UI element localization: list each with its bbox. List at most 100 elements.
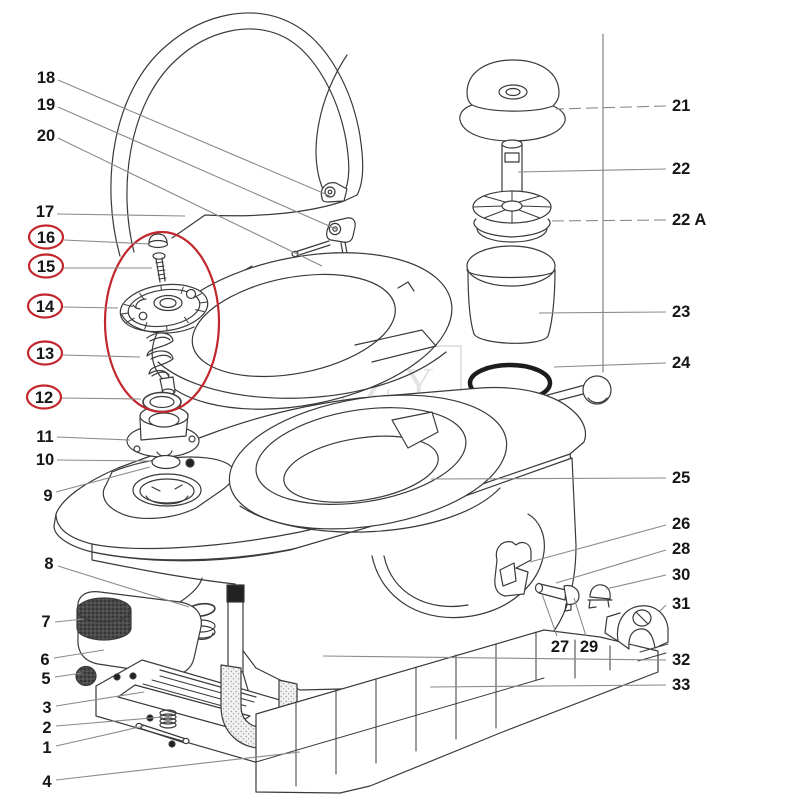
leader-line-32 (322, 655, 667, 661)
highlight-ellipse (103, 230, 221, 414)
leader-line-29 (573, 597, 587, 637)
leader-line-9 (55, 466, 151, 493)
part-label-12: 12 (35, 389, 53, 407)
part-label-5: 5 (41, 670, 50, 688)
part-cap-16 (147, 233, 169, 249)
red-circle-12 (25, 384, 63, 410)
leader-line-11 (56, 436, 131, 441)
part-label-31: 31 (672, 595, 690, 613)
leader-line-2 (55, 716, 164, 727)
part-cap-7 (76, 597, 132, 641)
part-label-32: 32 (672, 651, 690, 669)
part-label-10: 10 (36, 451, 54, 469)
leader-line-26 (529, 524, 667, 563)
part-bracket-26 (494, 541, 532, 597)
leader-line-14 (62, 306, 119, 309)
red-circle-14 (26, 293, 64, 319)
leader-line-10 (56, 459, 152, 462)
right-column-parts (459, 59, 612, 423)
part-canister-23 (466, 245, 556, 344)
part-label-18: 18 (37, 69, 55, 87)
part-label-21: 21 (672, 97, 690, 115)
part-rotor-22a (472, 190, 552, 243)
leader-line-28 (555, 549, 667, 584)
part-label-4: 4 (42, 773, 52, 791)
part-clamp-31 (604, 605, 669, 650)
valve-mechanism (119, 233, 209, 413)
leader-line-3 (55, 691, 145, 707)
leader-line-13 (62, 354, 141, 358)
red-circle-16 (27, 224, 65, 250)
red-circle-13 (26, 340, 64, 366)
part-label-33: 33 (672, 676, 690, 694)
part-handwheel-14 (119, 283, 209, 334)
leader-line-12 (61, 397, 142, 400)
part-label-14: 14 (36, 298, 55, 316)
part-label-30: 30 (672, 566, 690, 584)
part-flange-11 (126, 405, 200, 458)
part-screw-15 (152, 252, 167, 283)
leader-line-30 (605, 574, 667, 590)
part-gasket-10 (151, 454, 195, 470)
pipe-band (226, 584, 245, 603)
leader-line-18 (57, 79, 331, 197)
hardware-parts (494, 541, 669, 650)
part-label-20: 20 (37, 127, 55, 145)
leader-line-20 (57, 137, 323, 267)
part-label-6: 6 (40, 651, 49, 669)
part-cap-21 (459, 59, 566, 142)
part-label-2: 2 (42, 719, 51, 737)
part-bowl (228, 394, 508, 533)
part-label-24: 24 (672, 354, 691, 372)
leader-line-21 (555, 105, 667, 110)
part-label-27: 27 (551, 638, 569, 656)
leader-line-6 (53, 649, 105, 659)
part-label-13: 13 (36, 345, 54, 363)
deck-fittings (126, 405, 202, 507)
part-seat-ring (151, 252, 453, 410)
leader-line-8 (57, 565, 190, 608)
leader-line-33 (429, 684, 667, 688)
part-label-25: 25 (672, 469, 690, 487)
part-label-3: 3 (42, 699, 51, 717)
leader-line-25 (430, 477, 667, 480)
part-label-16: 16 (37, 229, 55, 247)
part-label-19: 19 (37, 96, 55, 114)
red-circle-15 (27, 253, 65, 279)
part-label-17: 17 (36, 203, 54, 221)
part-lid (110, 12, 364, 257)
part-label-8: 8 (44, 555, 53, 573)
leader-line-24 (553, 362, 667, 368)
leader-line-1 (55, 725, 145, 747)
part-cup-9 (132, 473, 202, 507)
leader-line-22 (517, 168, 667, 173)
leader-line-4 (55, 751, 301, 781)
part-label-11: 11 (36, 428, 53, 446)
leader-line-17 (56, 213, 186, 217)
leader-line-19 (57, 106, 337, 230)
part-label-22: 22 (672, 160, 690, 178)
part-label-7: 7 (41, 613, 50, 631)
part-label-9: 9 (43, 487, 52, 505)
part-label-15: 15 (37, 258, 55, 276)
leader-line-16 (63, 239, 151, 245)
hinge-pins (218, 217, 356, 289)
part-label-23: 23 (672, 303, 690, 321)
part-label-22-a: 22 A (672, 211, 706, 229)
leader-line-7 (54, 618, 85, 623)
part-cap-30 (587, 584, 613, 609)
part-label-29: 29 (580, 638, 598, 656)
part-rod-1 (135, 722, 190, 745)
waste-tank-group (75, 577, 216, 687)
leader-line-27 (541, 593, 558, 637)
part-knob-5 (75, 665, 97, 687)
part-label-26: 26 (672, 515, 690, 533)
leader-line-22-a (548, 219, 667, 222)
part-pin-28 (534, 582, 580, 612)
hinge-pin (294, 240, 331, 257)
part-label-28: 28 (672, 540, 690, 558)
leader-line-31 (659, 604, 667, 612)
